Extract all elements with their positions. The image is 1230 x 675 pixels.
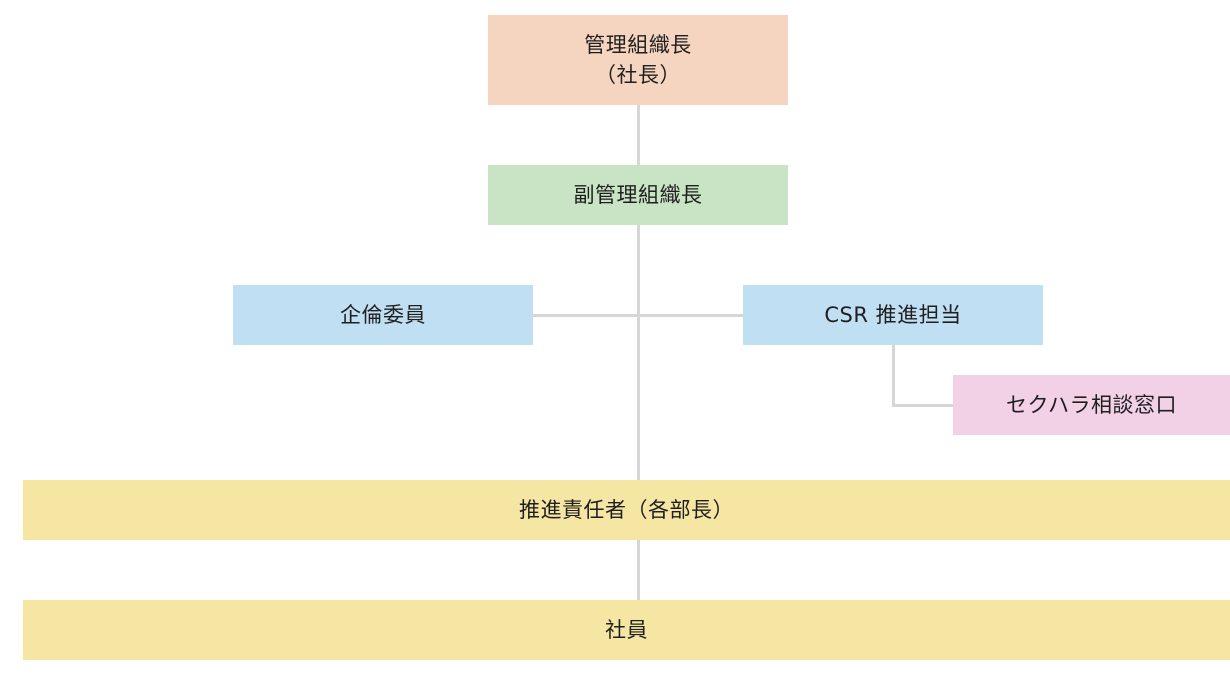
csr-right-connector xyxy=(892,404,953,407)
horizontal-branch-connector xyxy=(533,314,743,317)
csr-label: CSR 推進担当 xyxy=(824,303,962,327)
president-box: 管理組織長 （社長） xyxy=(488,15,788,105)
promotion-managers-box: 推進責任者（各部長） xyxy=(23,480,1230,540)
planning-committee-box: 企倫委員 xyxy=(233,285,533,345)
harassment-consultation-label: セクハラ相談窓口 xyxy=(1006,393,1177,417)
vice-president-box: 副管理組織長 xyxy=(488,165,788,225)
president-title: 管理組織長 xyxy=(584,33,692,57)
main-vertical-connector xyxy=(637,105,640,600)
vice-president-label: 副管理組織長 xyxy=(573,183,703,207)
employees-box: 社員 xyxy=(23,600,1230,660)
president-subtitle: （社長） xyxy=(595,63,681,87)
csr-box: CSR 推進担当 xyxy=(743,285,1043,345)
planning-committee-label: 企倫委員 xyxy=(340,303,426,327)
employees-label: 社員 xyxy=(605,618,648,642)
promotion-managers-label: 推進責任者（各部長） xyxy=(519,498,734,522)
csr-down-connector xyxy=(892,345,895,406)
harassment-consultation-box: セクハラ相談窓口 xyxy=(953,375,1230,435)
